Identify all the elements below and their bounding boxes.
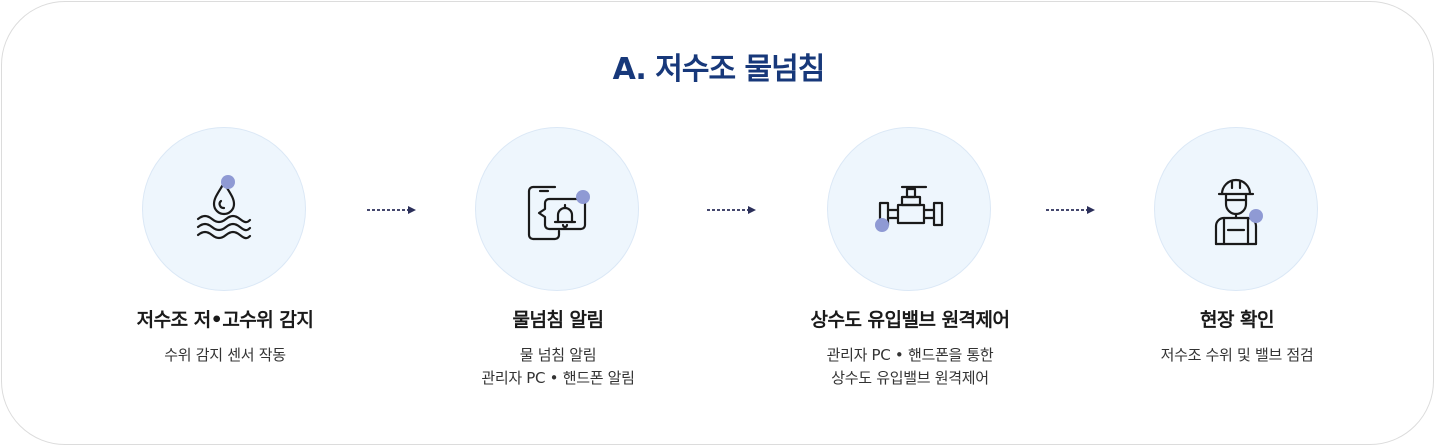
phone-bell-icon (527, 185, 590, 241)
step-3-title: 상수도 유입밸브 원격제어 (810, 309, 1010, 331)
step-1-title: 저수조 저•고수위 감지 (136, 309, 314, 331)
diagram-title: A. 저수조 물넘침 (612, 52, 826, 87)
step-1-desc-line: 수위 감지 센서 작동 (164, 346, 286, 364)
step-3-desc-line: 상수도 유입밸브 원격제어 (831, 369, 989, 387)
step-2-title: 물넘침 알림 (512, 309, 604, 331)
arrow-1 (366, 201, 418, 214)
step-4-description: 저수조 수위 및 밸브 점검 (1087, 344, 1387, 367)
water-drop-waves-icon (196, 175, 252, 240)
step-2-desc-line: 물 넘침 알림 (519, 346, 597, 364)
step-3-desc-line: 관리자 PC • 핸드폰을 통한 (826, 346, 994, 364)
worker-icon (1214, 178, 1263, 246)
step-2-desc-line: 관리자 PC • 핸드폰 알림 (481, 369, 635, 387)
step-3-circle (827, 127, 991, 291)
step-4-title: 현장 확인 (1199, 309, 1275, 331)
step-1-circle (142, 127, 306, 291)
step-3-description: 관리자 PC • 핸드폰을 통한 상수도 유입밸브 원격제어 (760, 344, 1060, 390)
step-4-circle (1154, 127, 1318, 291)
step-2-circle (475, 127, 639, 291)
valve-icon (875, 185, 944, 232)
arrow-3 (1045, 201, 1097, 214)
step-4-desc-line: 저수조 수위 및 밸브 점검 (1160, 346, 1314, 364)
step-1-description: 수위 감지 센서 작동 (75, 344, 375, 367)
arrow-2 (706, 201, 758, 214)
step-2-description: 물 넘침 알림 관리자 PC • 핸드폰 알림 (408, 344, 708, 390)
